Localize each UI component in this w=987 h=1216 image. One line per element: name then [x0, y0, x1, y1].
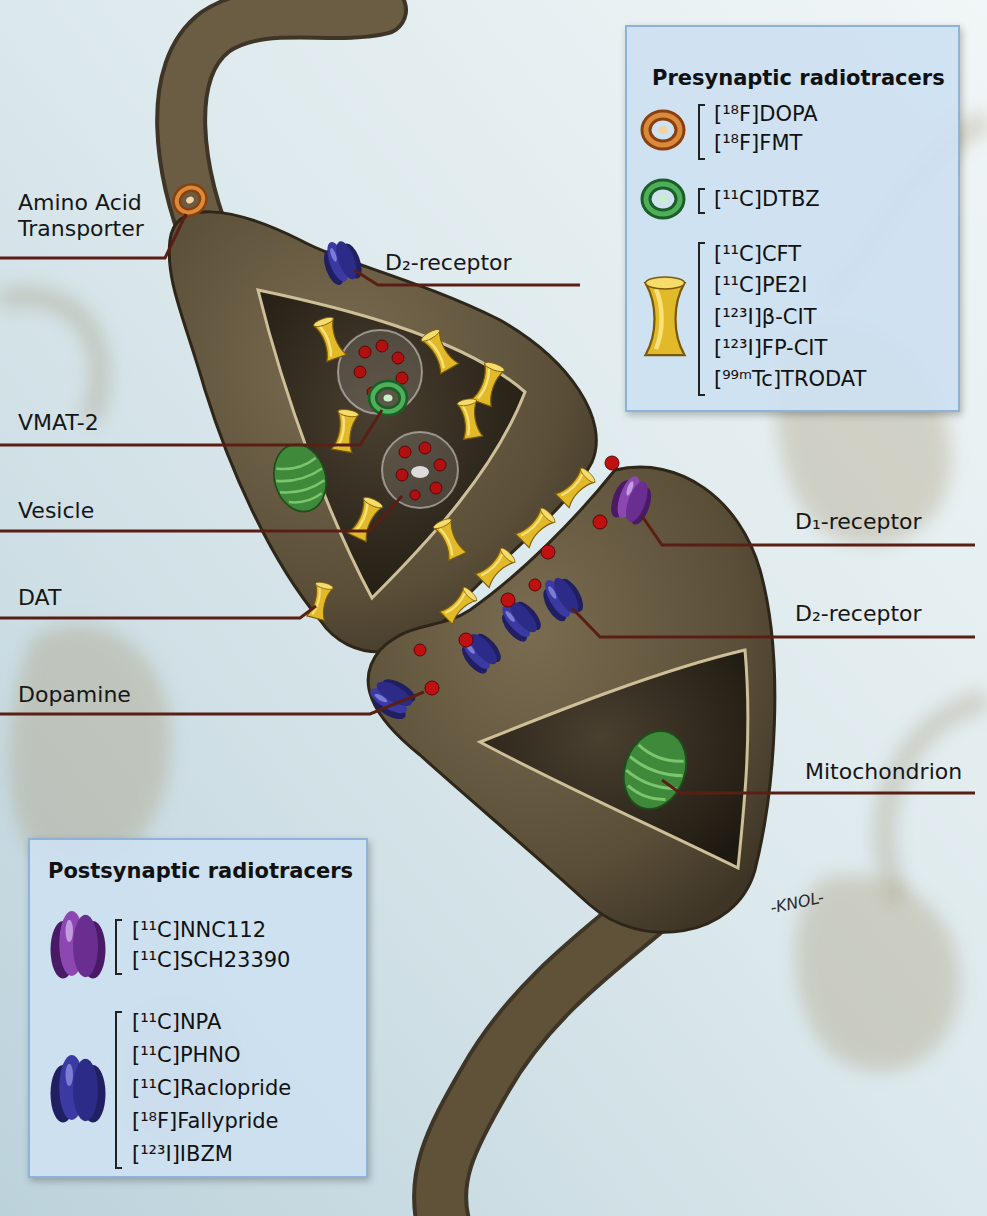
tracer-name: [¹¹C]NNC112: [132, 917, 266, 943]
tracer-name: [¹⁸F]Fallypride: [132, 1108, 278, 1134]
part-label: D₂-receptor: [385, 250, 512, 276]
tracer-name: [¹¹C]DTBZ: [714, 186, 820, 212]
tracer-name: [¹²³I]β-CIT: [714, 304, 817, 330]
part-label: DAT: [18, 585, 61, 611]
part-label: Amino Acid Transporter: [18, 190, 193, 242]
tracer-name: [¹⁸F]DOPA: [714, 101, 818, 127]
tracer-name: [¹²³I]IBZM: [132, 1141, 233, 1167]
panel-heading: Postsynaptic radiotracers: [48, 858, 353, 884]
part-label: D₂-receptor: [795, 601, 922, 627]
tracer-name: [¹²³I]FP-CIT: [714, 335, 827, 361]
tracer-name: [¹¹C]Raclopride: [132, 1075, 291, 1101]
legend-panel: Presynaptic radiotracers [¹⁸F]DOPA [¹⁸F]FM…: [625, 25, 960, 412]
part-label: D₁-receptor: [795, 509, 922, 535]
tracer-name: [⁹⁹ᵐTc]TRODAT: [714, 366, 866, 392]
tracer-name: [¹¹C]PE2I: [714, 272, 807, 298]
part-label: Dopamine: [18, 682, 131, 708]
part-label: Vesicle: [18, 498, 94, 524]
tracer-name: [¹¹C]CFT: [714, 241, 801, 267]
part-label: VMAT-2: [18, 410, 99, 436]
tracer-name: [¹¹C]SCH23390: [132, 947, 290, 973]
legend-panel: Postsynaptic radiotracers [¹¹C]NNC112 [¹¹C…: [28, 838, 368, 1178]
tracer-name: [¹¹C]NPA: [132, 1009, 221, 1035]
part-label: Mitochondrion: [805, 759, 962, 785]
tracer-name: [¹¹C]PHNO: [132, 1042, 241, 1068]
tracer-name: [¹⁸F]FMT: [714, 130, 802, 156]
panel-heading: Presynaptic radiotracers: [652, 65, 945, 91]
